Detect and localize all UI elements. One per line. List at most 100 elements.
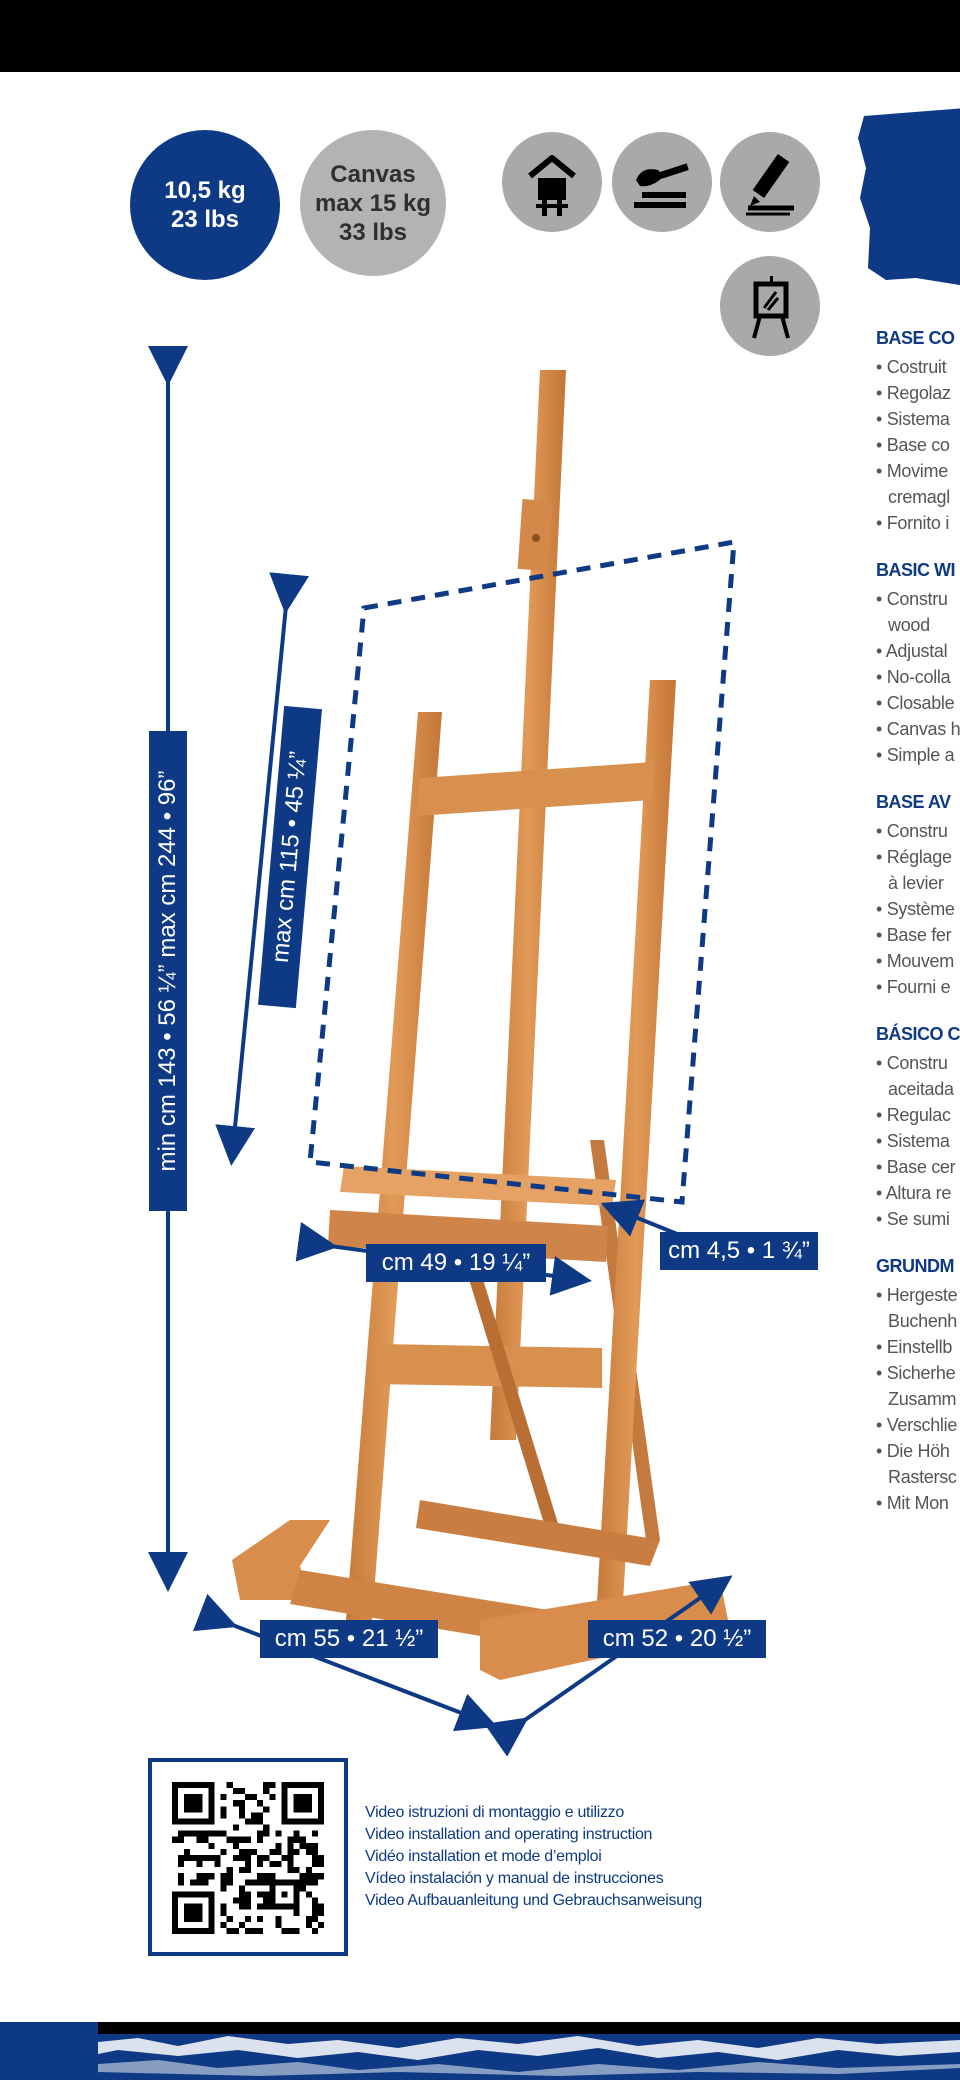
feature-item: • Costruit (876, 354, 960, 380)
bottom-blue-block (0, 2022, 98, 2080)
canvas-easel-icon (720, 256, 820, 356)
upper-crossbar (416, 762, 654, 816)
canvas-outline (307, 538, 737, 1205)
feature-item: • Constru wood (876, 586, 960, 638)
total-height-label: min cm 143 • 56 ¼” max cm 244 • 96” (149, 731, 187, 1211)
feature-item: • Regolaz (876, 380, 960, 406)
feature-item-text: • Costruit (876, 357, 947, 377)
weight-kg: 10,5 kg (164, 177, 246, 204)
feature-block-title: BASE CO (876, 328, 955, 348)
feature-item-text: Rastersc (888, 1467, 957, 1487)
feature-item-text: • Constru (876, 1053, 948, 1073)
feature-item-text: • Constru (876, 589, 948, 609)
feature-item: • Base co (876, 432, 960, 458)
tray-width-label: cm 49 • 19 ¼” (366, 1244, 546, 1282)
feature-item-text: • Altura re (876, 1183, 952, 1203)
feature-item-text: • Movime (876, 461, 948, 481)
feature-item-text: • Sistema (876, 409, 950, 429)
feature-item: • Verschlie (876, 1412, 960, 1438)
feature-item: • Se sumi (876, 1206, 960, 1232)
feature-item-text: • Fourni e (876, 977, 951, 997)
base-back-rail (416, 1500, 660, 1566)
feature-item-text: • Sicherhe (876, 1363, 956, 1383)
section-header-brush (858, 108, 960, 286)
canvas-label: Canvas (330, 160, 416, 188)
video-line-it: Video istruzioni di montaggio e utilizzo (365, 1804, 624, 1821)
feature-item: • Fourni e (876, 974, 960, 1000)
lower-crossbar (376, 1344, 602, 1388)
weight-lbs: 23 lbs (170, 206, 240, 233)
right-upright (596, 680, 676, 1620)
feature-item-text: • Constru (876, 821, 948, 841)
feature-block-title: GRUNDM (876, 1256, 955, 1276)
feature-item-text: wood (888, 615, 930, 635)
canvas-max: max 15 kg (314, 189, 432, 217)
feature-item-text: • Canvas h (876, 719, 960, 739)
painting-tools-icon (612, 132, 712, 232)
canvas-capacity-badge: Canvas max 15 kg 33 lbs (300, 130, 446, 276)
qr-code[interactable] (172, 1782, 324, 1934)
feature-item-text: • Mouvem (876, 951, 954, 971)
feature-item: • Canvas h (876, 716, 960, 742)
feature-item: • Altura re (876, 1180, 960, 1206)
feature-item: • No-colla (876, 664, 960, 690)
feature-item-text: • Base fer (876, 925, 952, 945)
pencil-drawing-icon (720, 132, 820, 232)
bottom-brush-strip (98, 2034, 960, 2080)
canvas-lbs: 33 lbs (338, 218, 408, 246)
feature-item: • Mit Mon (876, 1490, 960, 1516)
feature-item-text: • No-colla (876, 667, 951, 687)
feature-item: • Base cer (876, 1154, 960, 1180)
feature-item-text: • Closable (876, 693, 955, 713)
video-line-es: Vídeo instalación y manual de instruccio… (365, 1870, 664, 1887)
studio-easel-icon (502, 132, 602, 232)
feature-item-text: • Die Höh (876, 1441, 950, 1461)
feature-item-text: • Base co (876, 435, 950, 455)
feature-item-text: • Mit Mon (876, 1493, 949, 1513)
feature-item-text: • Se sumi (876, 1209, 950, 1229)
feature-item-text: • Regolaz (876, 383, 951, 403)
feature-item: • Système (876, 896, 960, 922)
feature-item-text: • Sistema (876, 1131, 950, 1151)
base-depth-label: cm 52 • 20 ½” (588, 1620, 766, 1658)
feature-item: • Closable (876, 690, 960, 716)
feature-item-text: • Simple a (876, 745, 955, 765)
video-line-de: Video Aufbauanleitung und Gebrauchsanwei… (365, 1892, 703, 1909)
feature-item-text: • Base cer (876, 1157, 956, 1177)
feature-item: • Einstellb (876, 1334, 960, 1360)
feature-item-text: • Système (876, 899, 955, 919)
feature-item: • Sistema (876, 406, 960, 432)
top-bar (0, 0, 960, 72)
weight-badge: 10,5 kg 23 lbs (130, 130, 280, 280)
qr-code-frame[interactable] (148, 1758, 348, 1956)
feature-item-text: • Hergeste (876, 1285, 958, 1305)
base-width-label: cm 55 • 21 ½” (260, 1620, 438, 1658)
feature-item: • Base fer (876, 922, 960, 948)
feature-block-title: BASIC WI (876, 560, 956, 580)
feature-item: • Constru (876, 818, 960, 844)
feature-item-text: à levier (888, 873, 944, 893)
tray-depth-arrow (600, 1199, 683, 1238)
left-upright (346, 712, 442, 1620)
feature-item-text: Zusamm (888, 1389, 957, 1409)
video-line-en: Video installation and operating instruc… (365, 1826, 653, 1843)
feature-list-column: BASE CO • Costruit • Regolaz • Sistema • Bas… (876, 326, 960, 1538)
feature-item-text: • Adjustal (876, 641, 948, 661)
feature-block-title: BASE AV (876, 792, 951, 812)
video-instructions: Video istruzioni di montaggio e utilizzo… (365, 1802, 785, 1912)
feature-item: • Constru aceitada (876, 1050, 960, 1102)
feature-item: • Sistema (876, 1128, 960, 1154)
feature-item-text: • Verschlie (876, 1415, 958, 1435)
feature-block: BASE CO • Costruit • Regolaz • Sistema • Bas… (876, 326, 960, 536)
feature-item-text: aceitada (888, 1079, 954, 1099)
canvas-height-arrow (215, 572, 310, 1166)
video-line-fr: Vidéo installation et mode d’emploi (365, 1848, 602, 1865)
base-left-foot (232, 1520, 330, 1600)
feature-item: • Mouvem (876, 948, 960, 974)
feature-item-text: • Fornito i (876, 513, 950, 533)
feature-item: • Adjustal (876, 638, 960, 664)
